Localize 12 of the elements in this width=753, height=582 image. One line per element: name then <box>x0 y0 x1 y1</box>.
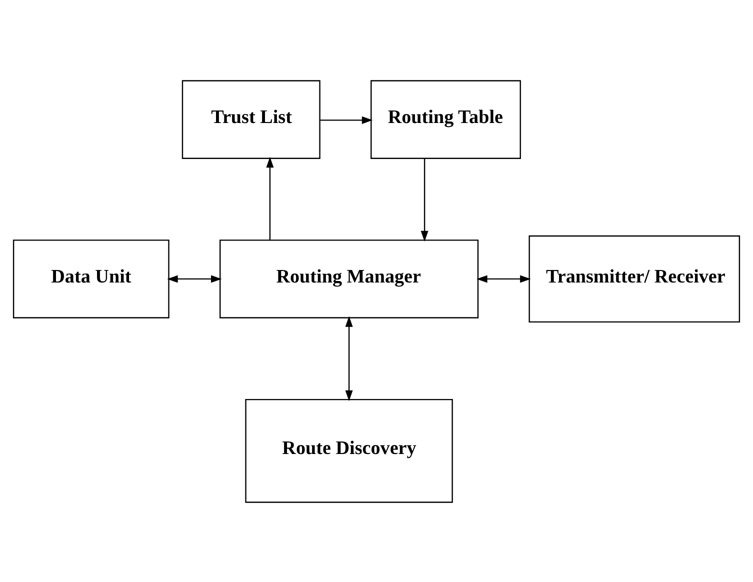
arrow <box>320 116 373 124</box>
arrow <box>420 158 428 242</box>
node-box: Routing Table <box>370 80 521 158</box>
node-box: Trust List <box>182 80 320 158</box>
arrow <box>476 274 531 282</box>
node-box: Data Unit <box>12 239 170 318</box>
node-box: Routing Manager <box>220 239 479 318</box>
arrow <box>345 316 353 401</box>
arrow <box>266 156 274 240</box>
node-box: Transmitter/ Receiver <box>528 234 740 322</box>
arrow <box>167 274 222 282</box>
node-box: Route Discovery <box>245 398 453 502</box>
